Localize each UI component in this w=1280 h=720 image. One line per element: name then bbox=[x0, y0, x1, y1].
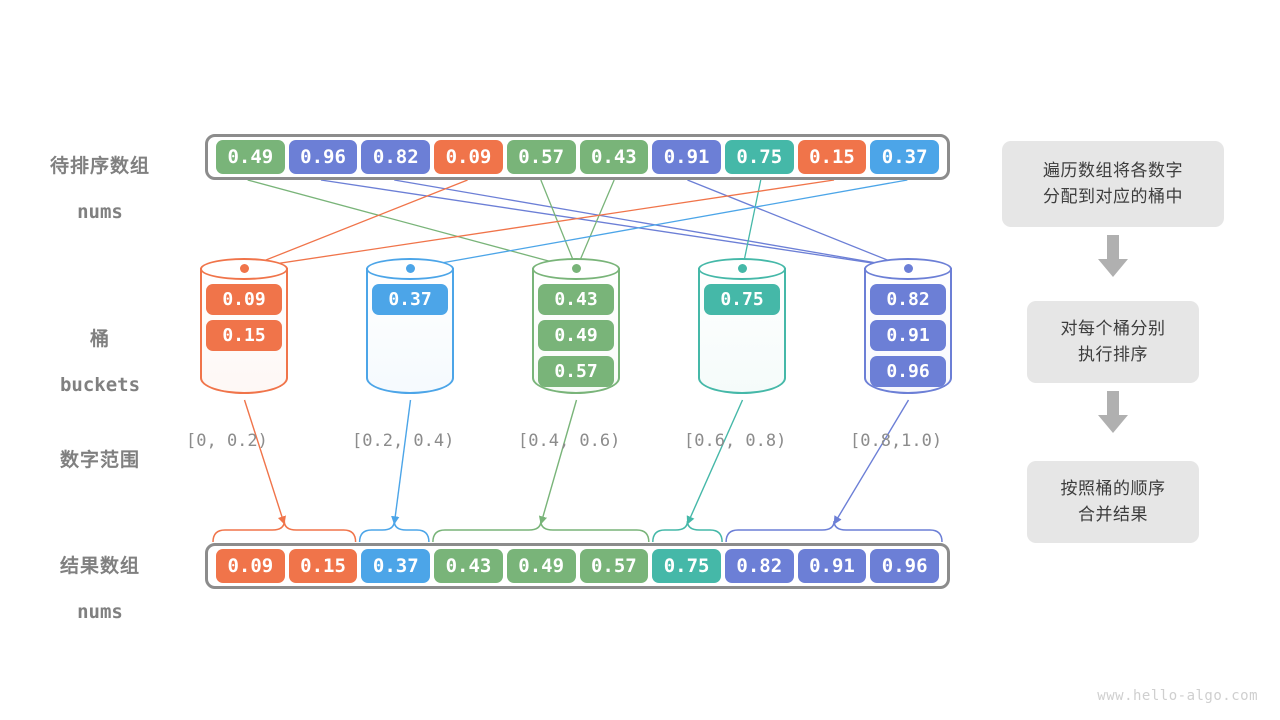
distribute-lines bbox=[244, 179, 909, 270]
result-brace bbox=[652, 520, 723, 543]
input-array-cell: 0.82 bbox=[361, 140, 431, 174]
bucket-item: 0.91 bbox=[870, 320, 946, 351]
bucket-items: 0.82 0.91 0.96 bbox=[870, 284, 946, 387]
input-array-cell: 0.75 bbox=[724, 140, 794, 174]
flow-step-box: 对每个桶分别 执行排序 bbox=[1027, 301, 1199, 383]
bucket-item: 0.82 bbox=[870, 284, 946, 315]
result-array-cell: 0.75 bbox=[652, 549, 721, 583]
bucket-item: 0.15 bbox=[206, 320, 282, 351]
result-array-cell: 0.82 bbox=[724, 549, 794, 583]
distribute-line bbox=[247, 179, 577, 270]
flow-step-box: 按照桶的顺序 合并结果 bbox=[1027, 461, 1199, 543]
bucket-item: 0.49 bbox=[538, 320, 614, 351]
result-array-label-en: nums bbox=[77, 601, 123, 624]
bucket-range-label: [0, 0.2) bbox=[186, 431, 268, 451]
buckets-label: 桶 buckets bbox=[20, 306, 180, 419]
bucket-anchor-dot bbox=[572, 264, 581, 273]
input-array-cell: 0.49 bbox=[216, 140, 285, 174]
input-array-cell: 0.43 bbox=[579, 140, 649, 174]
result-brace bbox=[212, 520, 357, 543]
result-array-cell: 0.49 bbox=[506, 549, 576, 583]
bucket-item: 0.96 bbox=[870, 356, 946, 387]
result-array-cell: 0.57 bbox=[579, 549, 649, 583]
bucket-range-label: [0.8,1.0) bbox=[850, 431, 943, 451]
merge-arrow bbox=[686, 399, 744, 525]
result-brace bbox=[432, 520, 650, 543]
distribute-line bbox=[320, 179, 909, 270]
bucket-anchor-dot bbox=[406, 264, 415, 273]
bucket-anchor-dot bbox=[904, 264, 913, 273]
input-array-cell: 0.15 bbox=[797, 140, 867, 174]
result-array-cell: 0.43 bbox=[434, 549, 503, 583]
bucket-item: 0.37 bbox=[372, 284, 448, 315]
input-array-label-cn: 待排序数组 bbox=[49, 155, 150, 178]
input-array-cell: 0.91 bbox=[652, 140, 721, 174]
bucket-item: 0.75 bbox=[704, 284, 780, 315]
input-array-cell: 0.57 bbox=[506, 140, 576, 174]
distribute-line bbox=[410, 179, 908, 270]
bucket-items: 0.75 bbox=[704, 284, 780, 315]
result-array-cell: 0.91 bbox=[797, 549, 867, 583]
range-row-label-cn: 数字范围 bbox=[59, 449, 140, 472]
result-brace bbox=[358, 520, 430, 543]
bucket-range-label: [0.2, 0.4) bbox=[352, 431, 455, 451]
bucket-item: 0.43 bbox=[538, 284, 614, 315]
result-brace bbox=[725, 520, 943, 543]
result-array-cell: 0.15 bbox=[288, 549, 358, 583]
bucket: 0.43 0.49 0.57 bbox=[532, 258, 620, 404]
bucket-items: 0.37 bbox=[372, 284, 448, 315]
input-array-label-en: nums bbox=[77, 201, 123, 224]
result-array-label-cn: 结果数组 bbox=[59, 555, 140, 578]
bucket: 0.75 bbox=[698, 258, 786, 404]
result-array-cell: 0.96 bbox=[870, 549, 940, 583]
distribute-line bbox=[540, 179, 578, 269]
result-array-label: 结果数组 nums bbox=[20, 533, 180, 646]
distribute-line bbox=[575, 179, 615, 269]
input-array-label: 待排序数组 nums bbox=[20, 133, 180, 246]
bucket-item: 0.09 bbox=[206, 284, 282, 315]
merge-arrow bbox=[833, 399, 910, 525]
merge-arrow bbox=[391, 399, 412, 525]
input-array-cell: 0.96 bbox=[288, 140, 358, 174]
range-row-label: 数字范围 bbox=[20, 427, 180, 494]
bucket: 0.82 0.91 0.96 bbox=[864, 258, 952, 404]
input-array-cell: 0.09 bbox=[434, 140, 503, 174]
bucket-items: 0.43 0.49 0.57 bbox=[538, 284, 614, 387]
buckets-label-cn: 桶 bbox=[89, 328, 110, 351]
bucket-range-label: [0.4, 0.6) bbox=[518, 431, 621, 451]
flow-down-arrow-icon bbox=[1096, 235, 1130, 279]
bucket-anchor-dot bbox=[240, 264, 249, 273]
bucket-range-label: [0.6, 0.8) bbox=[684, 431, 787, 451]
result-braces bbox=[212, 520, 943, 543]
bucket: 0.09 0.15 bbox=[200, 258, 288, 404]
distribute-line bbox=[394, 179, 909, 270]
result-array-cell: 0.09 bbox=[216, 549, 285, 583]
distribute-line bbox=[244, 179, 835, 270]
buckets-label-en: buckets bbox=[59, 374, 141, 397]
distribute-line bbox=[687, 179, 909, 270]
bucket-anchor-dot bbox=[738, 264, 747, 273]
merge-arrow bbox=[538, 399, 578, 525]
flow-step-box: 遍历数组将各数字 分配到对应的桶中 bbox=[1002, 141, 1224, 227]
flow-down-arrow-icon bbox=[1096, 391, 1130, 435]
merge-arrow bbox=[243, 399, 286, 525]
distribute-line bbox=[244, 179, 468, 270]
bucket-item: 0.57 bbox=[538, 356, 614, 387]
distribute-line bbox=[741, 179, 762, 269]
input-array-cell: 0.37 bbox=[870, 140, 940, 174]
result-array-cell: 0.37 bbox=[361, 549, 431, 583]
merge-arrows bbox=[243, 399, 910, 525]
watermark: www.hello-algo.com bbox=[1097, 688, 1258, 704]
bucket-items: 0.09 0.15 bbox=[206, 284, 282, 351]
bucket: 0.37 bbox=[366, 258, 454, 404]
